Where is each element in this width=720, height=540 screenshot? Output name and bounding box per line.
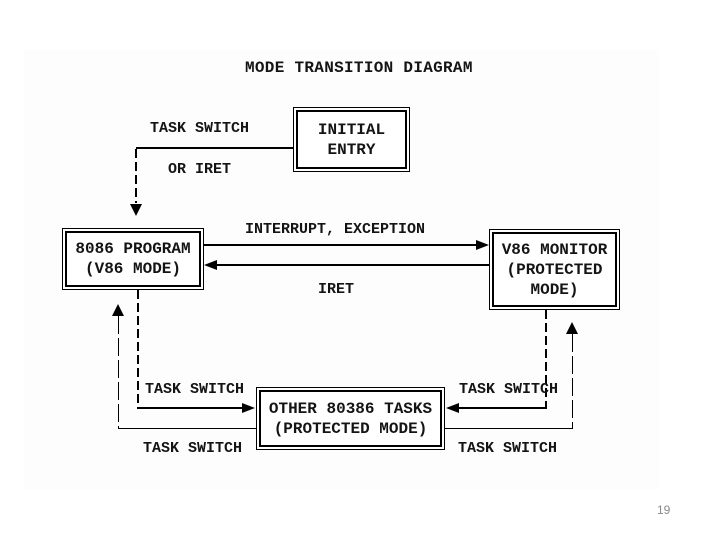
arrowhead-up-icon: [112, 304, 124, 316]
arrowhead-left-icon: [446, 403, 459, 413]
connector-v86-to-other-vline: [545, 310, 547, 408]
node-v86-monitor-line3: MODE): [530, 280, 579, 299]
node-initial-entry-body: INITIAL ENTRY: [296, 110, 407, 169]
node-initial-entry-line2: ENTRY: [327, 140, 376, 159]
node-8086-program-body: 8086 PROGRAM (V86 MODE): [65, 231, 201, 287]
diagram-title: MODE TRANSITION DIAGRAM: [245, 59, 473, 77]
arrowhead-right-icon: [476, 240, 489, 250]
node-8086-program-line2: (V86 MODE): [84, 260, 181, 278]
connector-v86-to-other-hline: [459, 407, 547, 409]
connector-v86-to-8086-line: [217, 264, 489, 266]
edge-label-or-iret: OR IRET: [168, 161, 232, 178]
arrowhead-down-icon: [130, 204, 142, 216]
node-v86-monitor-line1: V86 MONITOR: [501, 240, 608, 259]
connector-initial-to-8086-vline: [135, 149, 137, 203]
arrowhead-left-icon: [204, 260, 217, 270]
connector-other-to-8086-vline: [118, 316, 119, 429]
edge-label-task-switch-right-lower: TASK SWITCH: [458, 440, 558, 457]
connector-other-to-v86-hline: [445, 428, 573, 429]
node-other-80386-tasks-line1: OTHER 80386 TASKS: [268, 399, 433, 418]
page-number: 19: [657, 503, 671, 517]
connector-8086-to-v86-line: [204, 244, 477, 246]
node-8086-program-line1: 8086 PROGRAM: [75, 240, 191, 258]
connector-initial-to-8086-hline: [136, 147, 293, 149]
node-v86-monitor-body: V86 MONITOR (PROTECTED MODE): [492, 232, 617, 307]
edge-label-interrupt-exception: INTERRUPT, EXCEPTION: [245, 221, 426, 238]
connector-other-to-v86-vline: [572, 334, 573, 429]
edge-label-iret: IRET: [318, 281, 355, 298]
node-other-80386-tasks: OTHER 80386 TASKS (PROTECTED MODE): [256, 387, 445, 450]
connector-8086-to-other-hline: [137, 407, 242, 409]
edge-label-task-switch-right-upper: TASK SWITCH: [459, 381, 559, 398]
node-other-80386-tasks-line2: (PROTECTED MODE): [273, 419, 428, 438]
node-v86-monitor-line2: (PROTECTED: [506, 260, 603, 279]
edge-label-task-switch-top: TASK SWITCH: [150, 120, 250, 137]
node-initial-entry-line1: INITIAL: [317, 120, 386, 139]
edge-label-task-switch-left-upper: TASK SWITCH: [145, 381, 245, 398]
node-8086-program: 8086 PROGRAM (V86 MODE): [62, 228, 204, 290]
arrowhead-up-icon: [566, 322, 578, 334]
node-other-80386-tasks-body: OTHER 80386 TASKS (PROTECTED MODE): [259, 390, 442, 447]
connector-other-to-8086-hline: [118, 428, 256, 429]
connector-8086-to-other-vline: [137, 290, 139, 408]
node-v86-monitor: V86 MONITOR (PROTECTED MODE): [489, 229, 620, 310]
node-initial-entry: INITIAL ENTRY: [293, 107, 410, 172]
arrowhead-right-icon: [242, 403, 255, 413]
edge-label-task-switch-left-lower: TASK SWITCH: [143, 440, 243, 457]
